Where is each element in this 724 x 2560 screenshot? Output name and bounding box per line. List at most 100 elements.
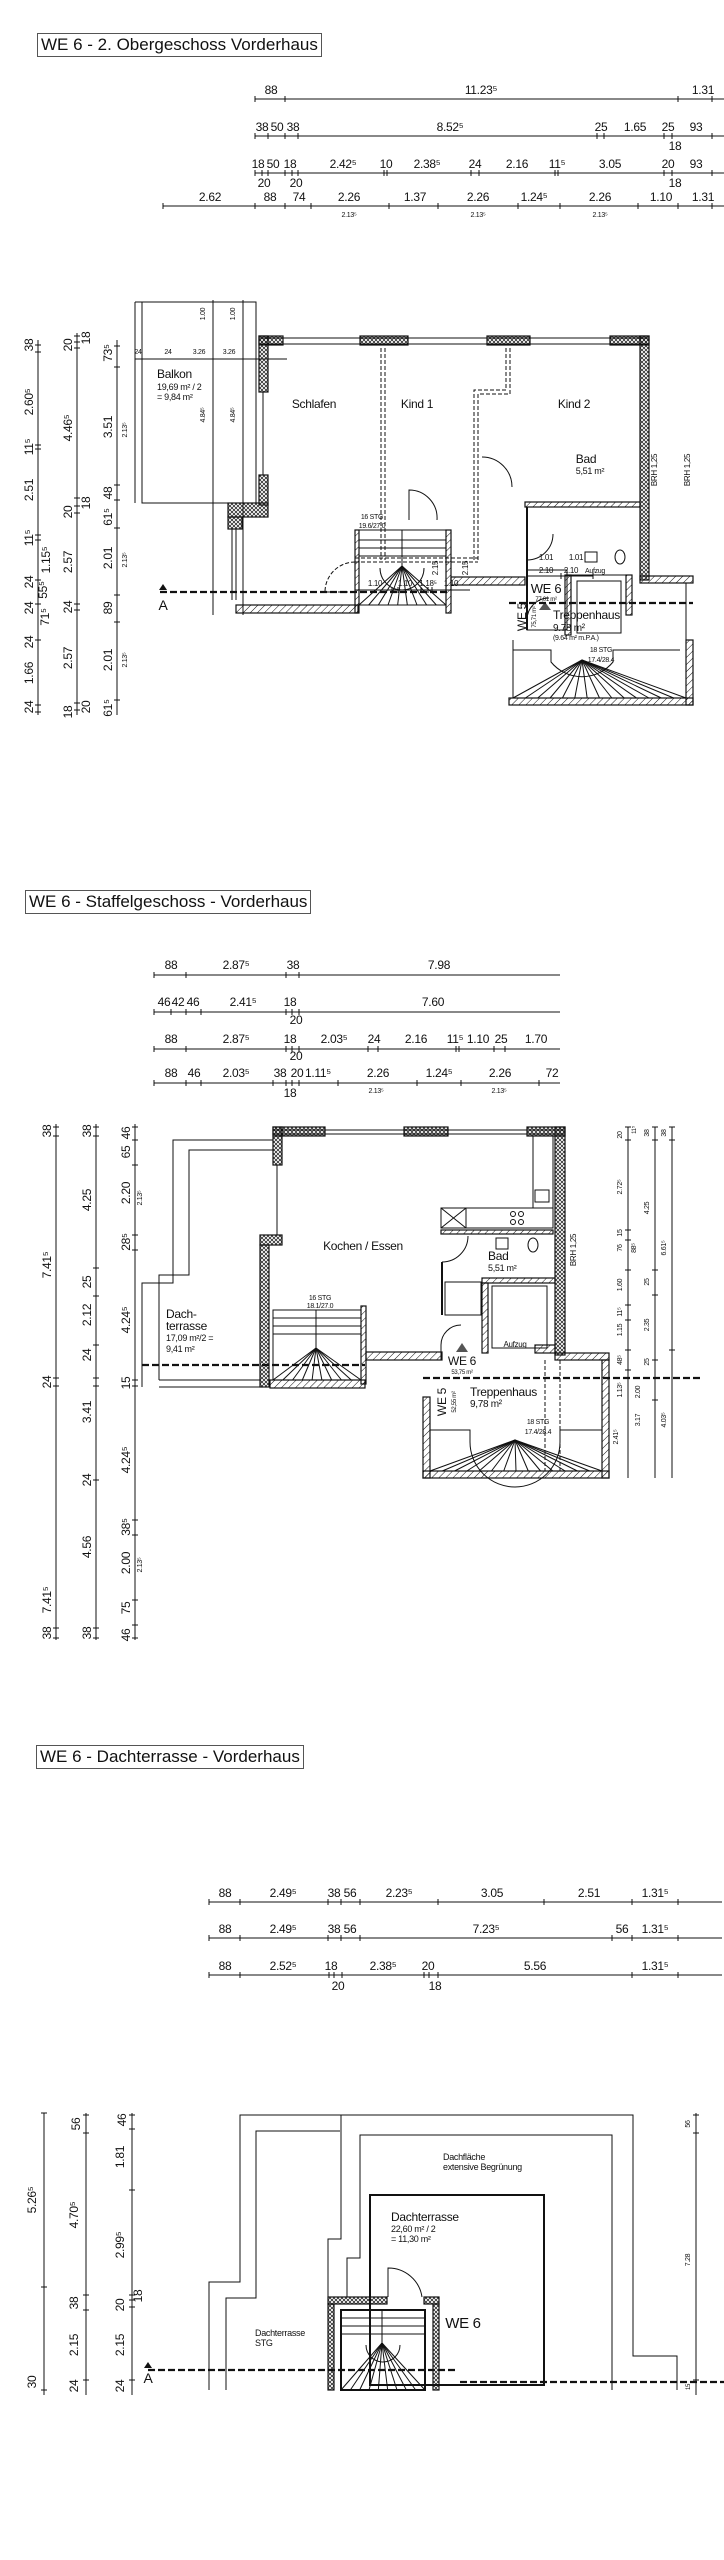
- plan-label: 2.41⁵: [230, 995, 257, 1009]
- plan-label: 2.00: [119, 1551, 133, 1574]
- plan-label: 20: [290, 1013, 303, 1027]
- plan-label: 18: [284, 1086, 297, 1100]
- plan-label: 24: [22, 601, 36, 614]
- plan-label: 38⁵: [119, 1518, 133, 1536]
- plan-label: 24: [113, 2379, 127, 2392]
- plan-label: 1.65: [624, 120, 647, 134]
- plan-label: 2.20: [119, 1181, 133, 1204]
- plan-label: 38: [287, 958, 300, 972]
- plan-label: extensive Begrünung: [443, 2162, 522, 2172]
- plan-label: 3.51: [101, 415, 115, 438]
- plan-label: 1.10: [368, 579, 383, 588]
- plan-label: 1.10: [444, 579, 459, 588]
- plan-label: 72: [546, 1066, 559, 1080]
- plan-label: 1.10: [650, 190, 673, 204]
- plan-label: 24: [40, 1375, 54, 1388]
- plan-label: 1.24⁵: [521, 190, 548, 204]
- plan-label: Bad: [488, 1249, 508, 1263]
- plan-label: 20: [617, 1131, 624, 1139]
- plan-label: 74: [293, 190, 306, 204]
- plan-label: 25: [80, 1275, 94, 1288]
- plan-label: 20: [79, 700, 93, 713]
- plan-label: 24: [22, 635, 36, 648]
- plan-label: 2.87⁵: [223, 958, 250, 972]
- plan-label: 7.28: [685, 2253, 692, 2266]
- plan-label: WE 6: [448, 1354, 477, 1368]
- plan-label: 7.41⁵: [40, 1586, 54, 1613]
- plan-label: 53,75 m²: [451, 1370, 473, 1376]
- plan-label: WE 5: [435, 1387, 449, 1416]
- plan-label: STG: [255, 2338, 273, 2348]
- plan-label: 18 STG: [527, 1419, 549, 1426]
- plan-label: 9.78 m²: [553, 623, 586, 634]
- plan-label: 28⁵: [119, 1233, 133, 1251]
- plan-label: 38: [22, 338, 36, 351]
- plan-label: 8.52⁵: [437, 120, 464, 134]
- plan-label: 11⁵: [631, 1125, 638, 1134]
- plan-label: 2.12: [80, 1303, 94, 1326]
- plan-label: 46: [158, 995, 171, 1009]
- section-line-a: [159, 584, 693, 605]
- plan-label: 24: [469, 157, 482, 171]
- plan-label: 1.11⁵: [305, 1066, 331, 1080]
- plan-label: 48⁵: [617, 1355, 624, 1365]
- plan-label: BRH 1,25: [569, 1233, 578, 1266]
- plan-label: 88: [219, 1959, 232, 1973]
- plan-label: 2.13⁵: [491, 1088, 506, 1095]
- plan-label: 56: [685, 2120, 692, 2128]
- north-wall: [227, 335, 650, 600]
- plan-label: Kochen / Essen: [323, 1239, 403, 1253]
- plan-label: 2.26: [589, 190, 612, 204]
- plan-label: 18: [429, 1979, 442, 1993]
- plan-label: 25: [495, 1032, 508, 1046]
- plan-label: 20: [332, 1979, 345, 1993]
- plan-label: 2.42⁵: [330, 157, 357, 171]
- plan-label: 73⁵: [101, 344, 115, 362]
- plan-label: 93: [690, 157, 703, 171]
- plan-label: 5.26⁵: [25, 2186, 39, 2213]
- plan-label: 2.01: [101, 648, 115, 671]
- plan-label: Treppenhaus: [553, 608, 620, 622]
- plan-label: 2.13⁵: [368, 1088, 383, 1095]
- plan-label: 42: [172, 995, 185, 1009]
- plan-label: 55⁵: [36, 581, 50, 599]
- plan-label: Kind 2: [558, 397, 591, 411]
- plan-label: 2.87⁵: [223, 1032, 250, 1046]
- plan-label: 11⁵: [447, 1032, 464, 1046]
- plan-label: 4.84⁵: [200, 407, 207, 422]
- plan-label: 2.10: [564, 566, 579, 575]
- plan-label: 16 STG: [361, 514, 383, 521]
- plan-label: 25: [644, 1278, 651, 1286]
- plan-label: = 9,84 m²: [157, 392, 193, 402]
- plan-label: 20: [290, 176, 303, 190]
- plan-2og-geometry: [134, 300, 694, 706]
- plan-label: A: [158, 597, 168, 613]
- plan-label: 46: [115, 2113, 129, 2126]
- plan-dachterrasse-geometry: [144, 2114, 724, 2391]
- plan-label: 11⁵: [617, 1307, 624, 1317]
- plan-label: 61⁵: [101, 699, 115, 717]
- plan-label: 2.35: [644, 1318, 651, 1331]
- plan-label: 4.24⁵: [119, 1306, 133, 1333]
- plan-label: 38: [256, 120, 269, 134]
- plan-staffelgeschoss-geometry: [141, 1126, 700, 1488]
- plan-label: 1.31⁵: [642, 1922, 669, 1936]
- plan-label: WE 5: [515, 602, 529, 631]
- plan-label: 6.61⁵: [661, 1240, 668, 1255]
- plan-label: 1.37: [404, 190, 427, 204]
- plan-label: 88: [219, 1886, 232, 1900]
- plan-label: 48: [101, 486, 115, 499]
- plan-label: 18: [284, 1032, 297, 1046]
- plan-label: Balkon: [157, 367, 192, 381]
- plan-label: 1.60: [617, 1278, 624, 1291]
- plan-label: 2.13⁵: [137, 1190, 144, 1205]
- plan-label: 2.26: [467, 190, 490, 204]
- plan-label: Dachfläche: [443, 2152, 485, 2162]
- plan-label: 89: [101, 601, 115, 614]
- plan-label: 2.16: [405, 1032, 428, 1046]
- plan-label: 38: [328, 1922, 341, 1936]
- plan-label: 30: [25, 2375, 39, 2388]
- plan-label: 88⁵: [631, 1243, 638, 1253]
